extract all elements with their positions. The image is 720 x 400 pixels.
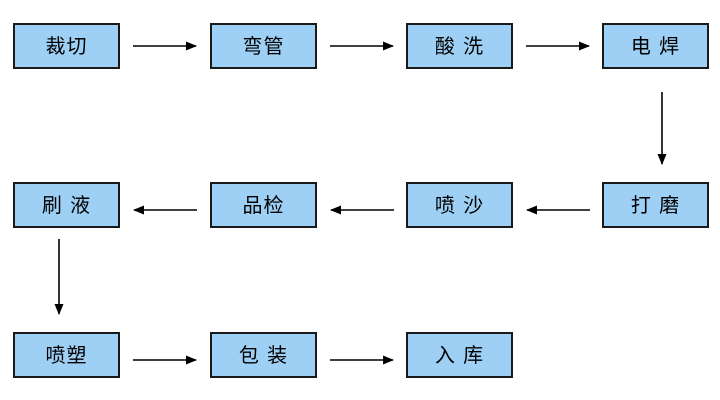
flow-node-cutting: 裁切	[13, 23, 120, 69]
flow-node-acid-wash: 酸 洗	[406, 23, 513, 69]
flow-node-brushing: 刷 液	[13, 182, 120, 228]
flow-node-bending: 弯管	[210, 23, 317, 69]
flow-node-warehousing: 入 库	[406, 332, 513, 378]
flow-node-packaging: 包 装	[210, 332, 317, 378]
flow-node-grinding: 打 磨	[602, 182, 709, 228]
flow-node-welding: 电 焊	[602, 23, 709, 69]
flow-node-inspection: 品检	[210, 182, 317, 228]
flow-node-sandblasting: 喷 沙	[406, 182, 513, 228]
flow-node-spray-coating: 喷塑	[13, 332, 120, 378]
